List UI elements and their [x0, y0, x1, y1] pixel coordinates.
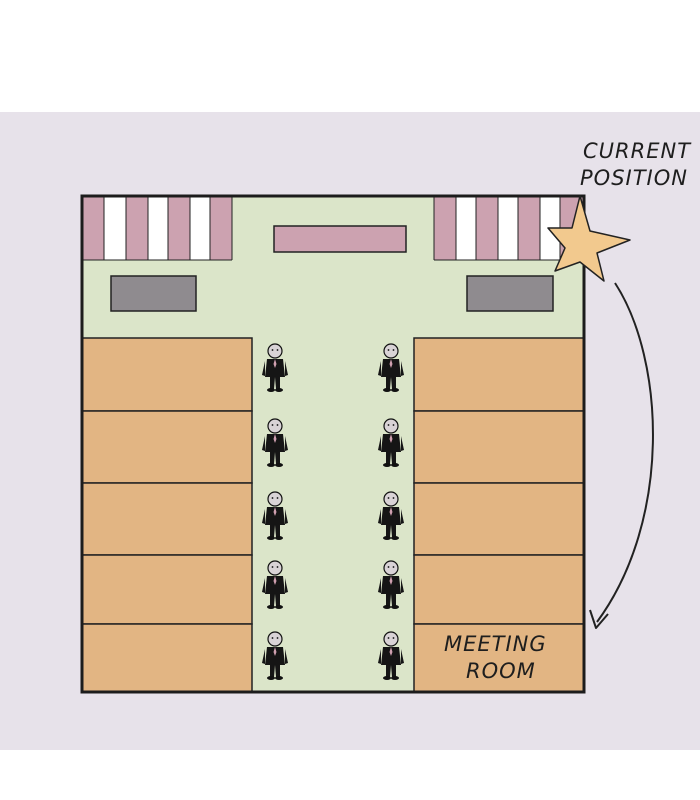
meeting-room-label-line2: ROOM [466, 659, 536, 683]
shelf-left [82, 196, 233, 261]
screen-left [110, 275, 197, 312]
current-position-label-line2: POSITION [580, 166, 688, 190]
center-bench [273, 225, 407, 253]
arrow-icon [596, 282, 654, 623]
meeting-room-label-line1: MEETING [444, 632, 547, 656]
screen-right [466, 275, 554, 312]
meeting-room [413, 623, 585, 693]
desks-left [81, 337, 253, 693]
star-icon [547, 195, 631, 282]
current-position-label-line1: CURRENT [583, 139, 692, 163]
desks-right [413, 337, 585, 693]
outer-wall [80, 194, 586, 694]
